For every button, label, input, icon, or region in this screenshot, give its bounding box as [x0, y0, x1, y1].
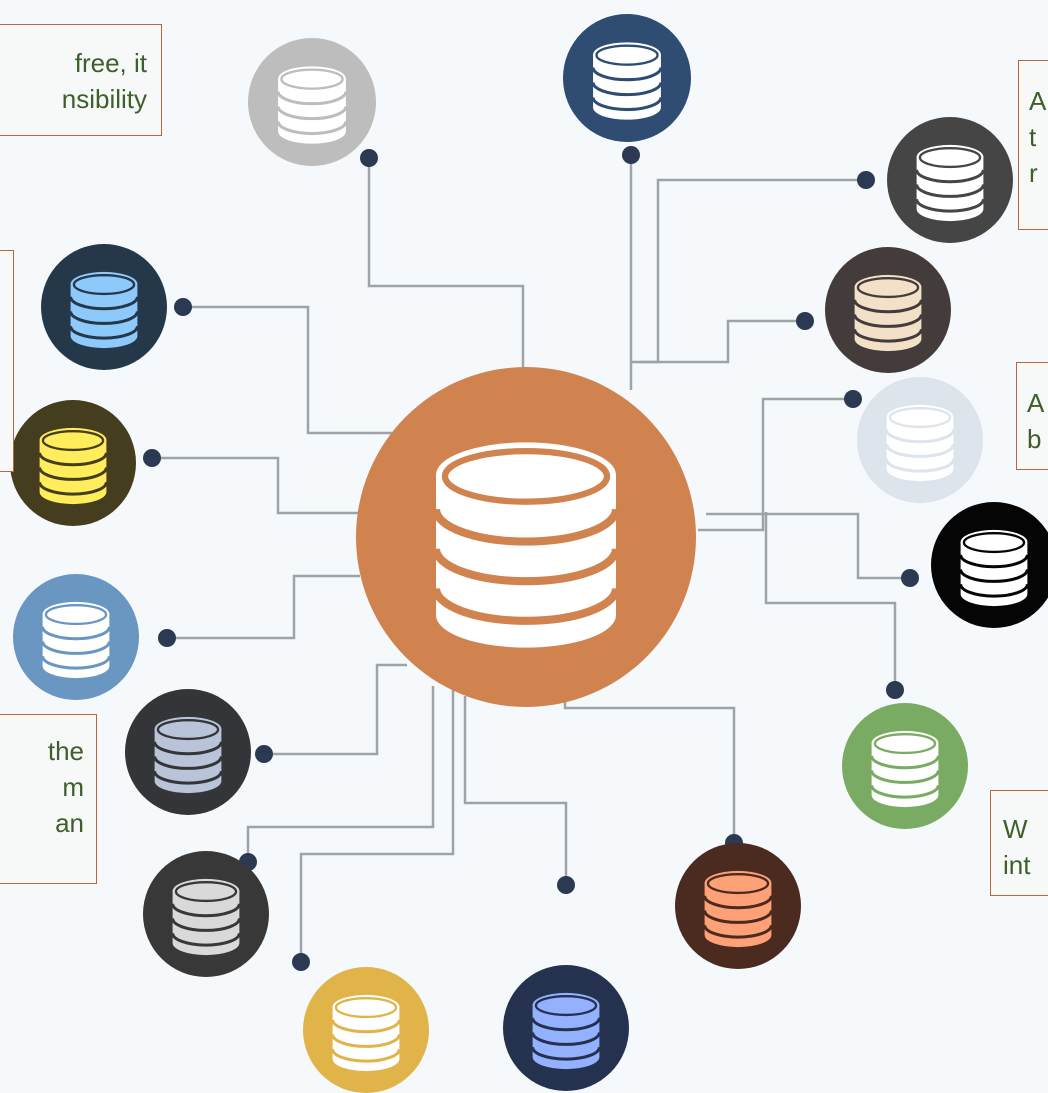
connector-line: [183, 305, 396, 435]
connector-line: [706, 512, 910, 580]
connector-dot: [622, 146, 640, 164]
connector-lines: [152, 155, 910, 962]
callout-text-box-5: the m an: [0, 714, 97, 884]
database-node-bottom-yellow: [303, 967, 429, 1093]
connector-dot: [360, 149, 378, 167]
connector-line: [764, 512, 897, 690]
connector-dot: [158, 629, 176, 647]
database-node-bottom-navy-blue: [503, 965, 629, 1091]
database-icon: [41, 601, 111, 679]
database-node-left-slate-skyblue: [41, 244, 167, 370]
connector-dot: [844, 390, 862, 408]
database-icon: [531, 992, 601, 1070]
callout-text-5: the m an: [47, 736, 84, 838]
connector-line: [299, 690, 455, 962]
callout-text-box-4: A b: [1016, 362, 1048, 470]
callout-text-box-1: free, it nsibility: [0, 24, 162, 136]
connector-dot: [886, 681, 904, 699]
connector-dot: [796, 312, 814, 330]
database-icon: [959, 529, 1029, 607]
database-node-right-green: [842, 703, 968, 829]
database-node-right-tan: [825, 247, 951, 373]
connector-dot: [143, 449, 161, 467]
callout-text-6: W int: [1003, 814, 1031, 880]
database-node-left-steel-blue: [13, 574, 139, 700]
connector-dot: [557, 876, 575, 894]
connector-dot: [857, 171, 875, 189]
database-node-left-dark-lavender: [125, 689, 251, 815]
database-node-bottom-brown: [675, 843, 801, 969]
database-icon: [331, 994, 401, 1072]
database-icon: [431, 442, 621, 648]
callout-text-box-3: [0, 250, 14, 472]
database-node-left-charcoal-lightgray: [143, 851, 269, 977]
database-icon: [870, 730, 940, 808]
connector-line: [167, 574, 360, 640]
central-database-hub: [356, 367, 696, 707]
connector-line: [264, 663, 407, 756]
connector-dots: [143, 146, 919, 971]
connector-dot: [174, 298, 192, 316]
connector-line: [367, 158, 525, 372]
database-node-right-black: [931, 502, 1048, 628]
connector-line: [152, 456, 359, 515]
callout-text-box-2: A t r: [1018, 60, 1048, 230]
connector-line: [640, 319, 805, 364]
database-icon: [153, 716, 223, 794]
database-node-top-navy: [563, 14, 691, 142]
connector-dot: [901, 569, 919, 587]
database-icon: [853, 274, 923, 352]
callout-text-4: A b: [1027, 388, 1045, 454]
database-node-left-olive-yellow: [10, 400, 136, 526]
database-nodes: [10, 14, 1048, 1093]
database-icon: [38, 427, 108, 505]
connector-line: [463, 696, 568, 885]
database-node-right-pale: [857, 377, 983, 503]
database-icon: [703, 870, 773, 948]
database-icon: [915, 144, 985, 222]
callout-text-box-6: W int: [990, 790, 1048, 896]
callout-text-1: free, it nsibility: [61, 48, 147, 114]
connector-line: [246, 686, 435, 862]
database-icon: [276, 66, 348, 144]
database-icon: [591, 42, 663, 120]
callout-text-2: A t r: [1029, 86, 1047, 188]
connector-dot: [255, 745, 273, 763]
connector-dot: [292, 953, 310, 971]
connector-line: [563, 697, 736, 843]
database-icon: [69, 271, 139, 349]
database-icon: [171, 878, 241, 956]
connector-line: [698, 397, 853, 532]
database-icon: [885, 404, 955, 482]
database-node-right-charcoal: [887, 117, 1013, 243]
database-node-top-left-gray: [248, 38, 376, 166]
